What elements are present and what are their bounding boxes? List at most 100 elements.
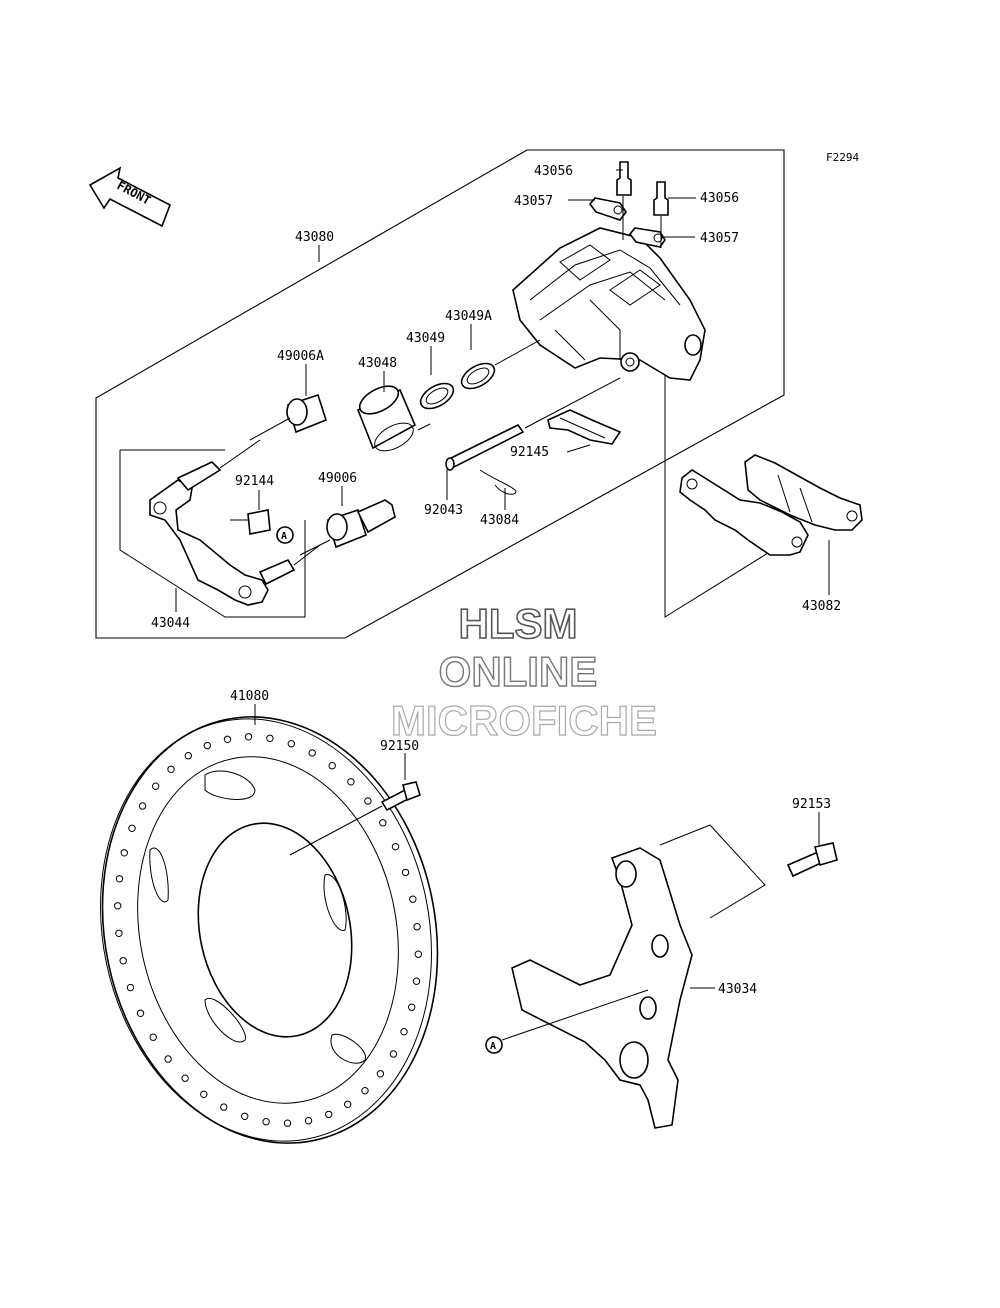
disc-hole: [149, 1033, 157, 1041]
disc-hole: [181, 1074, 189, 1082]
pads-group-outline: [664, 360, 806, 618]
caliper-body: [512, 227, 706, 381]
bracket-subgroup-outline: [119, 449, 306, 618]
part-label-41080: 41080: [230, 689, 269, 704]
disc-hole: [412, 977, 421, 985]
disc-hole: [164, 1055, 172, 1063]
part-label-43084: 43084: [480, 513, 519, 528]
disc-hole: [283, 1119, 292, 1127]
disc-hole: [262, 1118, 270, 1126]
disc-hole: [400, 1028, 408, 1036]
disc-hole: [344, 1100, 352, 1109]
seal-43049: [419, 382, 455, 410]
disc-hole: [126, 983, 135, 992]
disc-hole: [223, 735, 232, 743]
part-label-49006: 49006: [318, 471, 357, 486]
disc-hole: [408, 1003, 416, 1011]
ref-marker-a-lower: A: [485, 1036, 503, 1054]
torque-bracket-43034: [501, 847, 693, 1129]
boot-49006: [299, 499, 396, 556]
disc-hole: [376, 1070, 385, 1078]
bolt-92153: [786, 842, 838, 878]
bleeder-valve-1: [616, 161, 632, 196]
caliper-bracket-43044: [149, 439, 321, 606]
disc-hole: [328, 762, 336, 770]
part-label-92145: 92145: [510, 445, 549, 460]
disc-hole: [325, 1110, 333, 1119]
disc-hole: [401, 868, 410, 877]
part-label-49006a: 49006A: [277, 349, 324, 364]
piston-43048: [356, 385, 417, 452]
part-label-92043: 92043: [424, 503, 463, 518]
seal-43049a: [460, 362, 496, 390]
disc-hole: [115, 875, 124, 883]
disc-hole: [241, 1112, 249, 1121]
disc-hole: [361, 1087, 369, 1095]
ref-marker-label: A: [281, 531, 287, 542]
disc-hole: [184, 752, 193, 760]
part-label-92150: 92150: [380, 739, 419, 754]
part-label-43049: 43049: [406, 331, 445, 346]
clip-43084: [479, 469, 517, 495]
disc-hole: [119, 957, 127, 965]
front-arrow-icon: FRONT: [88, 166, 172, 228]
brake-disc-41080: [100, 716, 439, 1144]
disc-hole: [389, 1050, 398, 1058]
disc-hole: [203, 741, 212, 750]
caliper-assembly-outline: [95, 149, 785, 639]
disc-hole: [409, 895, 417, 903]
part-label-43048: 43048: [358, 356, 397, 371]
watermark-line-2: ONLINE: [439, 648, 598, 695]
disc-hole: [244, 733, 253, 741]
bleeder-cap-1: [588, 197, 627, 221]
pad-spring-92145: [547, 409, 622, 445]
disc-hole: [364, 797, 372, 805]
disc-hole: [379, 819, 387, 827]
part-label-43056-top: 43056: [534, 164, 573, 179]
figure-id: F2294: [826, 151, 859, 164]
disc-hole: [347, 778, 355, 786]
bleeder-valve-2: [653, 181, 669, 216]
part-label-43034: 43034: [718, 982, 757, 997]
watermark-line-3: MICROFICHE: [391, 697, 657, 744]
bolt-92150: [289, 781, 421, 856]
disc-hole: [287, 740, 295, 748]
leader-lines: [175, 169, 830, 989]
disc-hole: [200, 1090, 208, 1099]
disc-hole: [220, 1103, 228, 1111]
part-label-43049a: 43049A: [445, 309, 492, 324]
disc-hole: [128, 824, 136, 832]
disc-hole: [115, 929, 123, 937]
part-label-43057-left: 43057: [514, 194, 553, 209]
disc-hole: [414, 950, 422, 958]
part-label-43080: 43080: [295, 230, 334, 245]
ref-marker-a-upper: A: [276, 526, 294, 544]
disc-hole: [151, 782, 160, 790]
part-label-43056-right: 43056: [700, 191, 739, 206]
disc-hole: [266, 734, 274, 742]
disc-hole: [114, 902, 122, 910]
disc-hole: [120, 849, 129, 857]
part-label-43057-right: 43057: [700, 231, 739, 246]
brake-pads-43082: [679, 454, 863, 556]
disc-hole: [304, 1117, 313, 1125]
ref-marker-label: A: [490, 1041, 496, 1052]
bleeder-cap-2: [628, 227, 666, 248]
part-label-92153: 92153: [792, 797, 831, 812]
part-label-92144: 92144: [235, 474, 274, 489]
boot-49006a: [249, 393, 327, 441]
disc-hole: [167, 765, 175, 773]
disc-slots: [149, 770, 366, 1064]
disc-hole: [138, 802, 147, 810]
disc-hole: [136, 1009, 145, 1017]
disc-hole: [391, 843, 400, 851]
disc-hole: [413, 923, 421, 931]
disc-hole: [308, 749, 316, 757]
part-label-43044: 43044: [151, 616, 190, 631]
pin-92043: [445, 423, 525, 471]
bracket-plate-92144: [230, 509, 271, 535]
part-label-43082: 43082: [802, 599, 841, 614]
watermark-line-1: HLSM: [459, 600, 578, 647]
watermark: HLSM ONLINE MICROFICHE: [390, 599, 657, 744]
